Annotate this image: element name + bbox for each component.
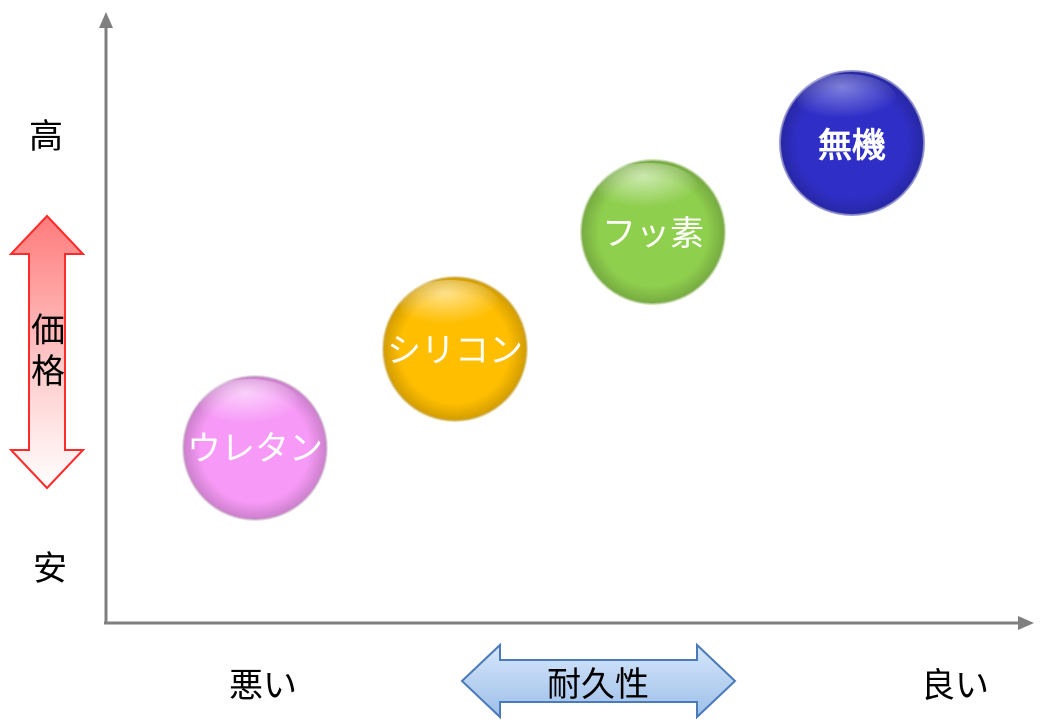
bubble-label: フッ素 xyxy=(602,214,704,254)
axes xyxy=(99,12,1034,630)
bubble-label: ウレタン xyxy=(187,429,323,469)
x-axis-arrowhead xyxy=(1018,616,1034,630)
bubble-silicone: シリコン xyxy=(382,276,528,422)
bubble-urethane: ウレタン xyxy=(182,375,328,521)
bubble-fluorine: フッ素 xyxy=(580,159,726,305)
bubble-inorganic: 無機 xyxy=(779,70,925,216)
y-axis-high-label: 高 xyxy=(29,117,63,157)
x-axis-left-label: 悪い xyxy=(229,666,297,706)
price-title-char-1: 価 xyxy=(31,311,65,351)
bubble-label: 無機 xyxy=(818,126,886,166)
durability-double-arrow: 耐久性 xyxy=(460,642,737,720)
bubble-label: シリコン xyxy=(387,331,523,371)
durability-title: 耐久性 xyxy=(547,665,649,705)
x-axis-right-label: 良い xyxy=(921,666,989,706)
price-double-arrow: 価 格 xyxy=(8,214,86,490)
price-title-char-2: 格 xyxy=(31,352,65,392)
y-axis-low-label: 安 xyxy=(33,549,67,589)
y-axis-arrowhead xyxy=(99,12,113,28)
